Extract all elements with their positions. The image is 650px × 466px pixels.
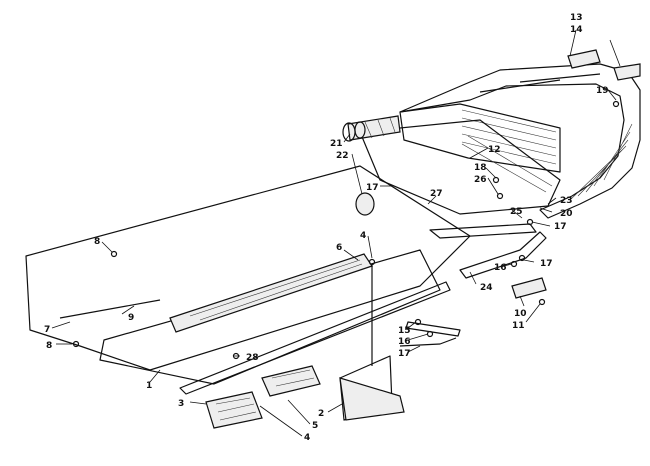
- callout-11: 11: [512, 321, 525, 331]
- callout-20: 20: [560, 209, 573, 219]
- mounting-bracket: [511, 277, 547, 299]
- callout-24: 24: [480, 283, 493, 293]
- callout-8-b: 8: [46, 341, 52, 351]
- callout-8-a: 8: [94, 237, 100, 247]
- callout-23: 23: [560, 196, 573, 206]
- callout-labels: 13 14 19 21 22 12 18 26 17 27 23 25 20 1…: [44, 13, 609, 443]
- callout-16-b: 16: [398, 337, 411, 347]
- callout-28: 28: [246, 353, 259, 363]
- callout-13: 13: [570, 13, 583, 23]
- callout-26: 26: [474, 175, 487, 185]
- mud-flap-plate: [261, 365, 321, 397]
- callout-7: 7: [44, 325, 50, 335]
- callout-3: 3: [178, 399, 184, 409]
- decal-14: [613, 63, 641, 81]
- callout-5: 5: [312, 421, 318, 431]
- pivot-cylinder: [342, 115, 401, 142]
- callout-16-a: 16: [494, 263, 507, 273]
- seat-back-panel: [399, 103, 561, 173]
- support-rod: [179, 281, 451, 395]
- callout-17-d: 17: [398, 349, 411, 359]
- upper-tube: [429, 223, 537, 239]
- callout-27: 27: [430, 189, 443, 199]
- side-stripe-decal: [169, 253, 373, 333]
- leader-lines: [51, 29, 621, 437]
- rear-frame-plate: [359, 119, 561, 215]
- callout-19: 19: [596, 86, 609, 96]
- callout-10: 10: [514, 309, 527, 319]
- end-cap: [355, 192, 375, 216]
- callout-17-c: 17: [540, 259, 553, 269]
- callout-15: 15: [398, 326, 411, 336]
- callout-4-a: 4: [360, 231, 366, 241]
- callout-14: 14: [570, 25, 583, 35]
- callout-22: 22: [336, 151, 349, 161]
- callout-21: 21: [330, 139, 343, 149]
- callout-12: 12: [488, 145, 501, 155]
- callout-25: 25: [510, 207, 523, 217]
- callout-6: 6: [336, 243, 342, 253]
- mud-flap: [339, 264, 405, 421]
- callout-2: 2: [318, 409, 324, 419]
- reflector-plate: [205, 391, 263, 429]
- pin-rod: [405, 321, 461, 337]
- callout-4-b: 4: [304, 433, 310, 443]
- callout-18: 18: [474, 163, 487, 173]
- bent-rod: [399, 337, 457, 347]
- callout-17-b: 17: [554, 222, 567, 232]
- callout-17-a: 17: [366, 183, 379, 193]
- rear-bumper-frame: [399, 63, 641, 219]
- callout-1: 1: [146, 381, 152, 391]
- curved-tube: [459, 231, 547, 279]
- callout-9: 9: [128, 313, 134, 323]
- decal-13: [567, 49, 601, 69]
